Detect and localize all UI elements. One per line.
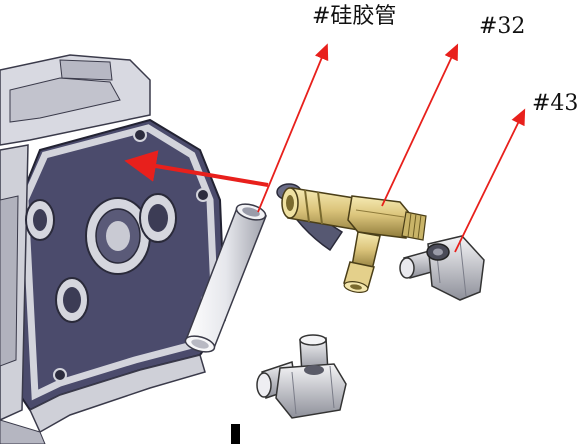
brass-t-fitting (281, 187, 427, 293)
leader-lines (124, 43, 526, 253)
label-part-43: #43 (532, 91, 579, 116)
leader-32 (381, 43, 459, 207)
bottom-mark (231, 424, 240, 444)
label-silicone-hose: #硅胶管 (312, 4, 397, 29)
label-part-32: #32 (479, 14, 526, 39)
silicone-hose (184, 203, 268, 353)
leader-hose (257, 43, 329, 213)
leader-43 (454, 108, 526, 253)
insert-direction-arrow (124, 150, 269, 187)
loose-fitting (256, 334, 347, 419)
engine-housing (0, 54, 227, 444)
fitting-43 (399, 235, 485, 301)
